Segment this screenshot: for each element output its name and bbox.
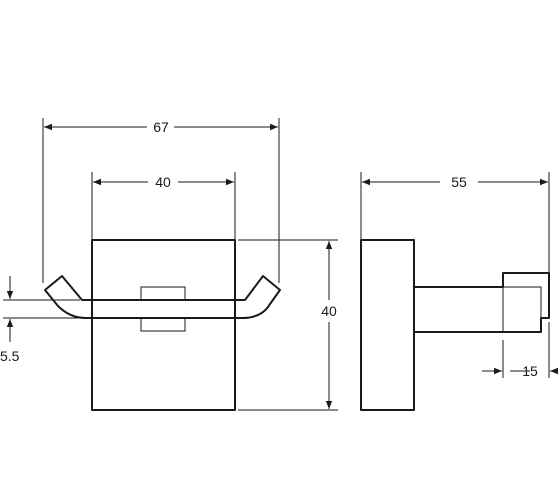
side-view (360, 239, 550, 411)
dimension-hook-thickness: 5.5 (0, 276, 84, 364)
dimension-plate-width: 40 (91, 172, 236, 240)
dimension-projection: 55 (360, 172, 550, 273)
dimension-label-projection: 55 (451, 174, 467, 190)
side-hook-stem (414, 272, 550, 333)
dimension-label-plate-width: 40 (155, 174, 171, 190)
dimension-label-total-width: 67 (153, 119, 169, 135)
dimension-label-hook-thickness: 5.5 (0, 348, 20, 364)
side-hook-tip (502, 286, 542, 333)
dimension-label-tip-depth: 15 (522, 363, 538, 379)
front-wall-plate (91, 239, 236, 411)
front-center-block-top (140, 286, 186, 301)
dimension-plate-height: 40 (238, 239, 338, 411)
dimension-total-width: 67 (42, 118, 280, 283)
front-center-block-bottom (140, 317, 186, 332)
front-hook-arms (44, 275, 281, 319)
front-view (44, 239, 281, 411)
dimension-tip-depth: 15 (482, 322, 558, 379)
side-wall-plate (360, 239, 415, 411)
dimension-label-plate-height: 40 (321, 303, 337, 319)
